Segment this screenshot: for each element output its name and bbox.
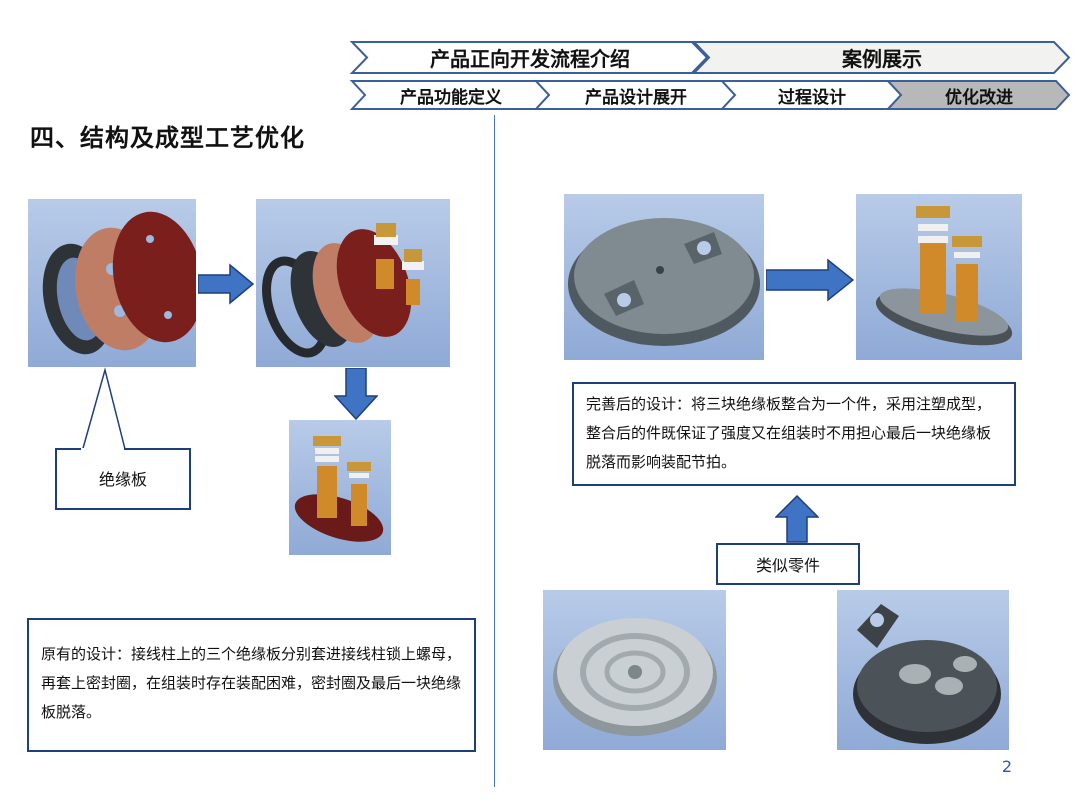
arrow-right-icon (765, 258, 855, 306)
similar-parts-label: 类似零件 (716, 543, 860, 585)
page-title: 四、结构及成型工艺优化 (30, 124, 305, 152)
nav-step-label: 产品设计展开 (585, 87, 687, 108)
nav-step-function-def[interactable]: 产品功能定义 (349, 80, 551, 110)
photo-similar-part-lug (837, 590, 1009, 750)
photo-integrated-terminal (856, 194, 1022, 360)
arrow-down-icon (333, 367, 379, 424)
nav-top-label: 案例展示 (842, 47, 922, 71)
nav-step-label: 优化改进 (945, 87, 1013, 108)
improved-design-description: 完善后的设计：将三块绝缘板整合为一个件，采用注塑成型，整合后的件既保证了强度又在… (572, 382, 1016, 486)
arrow-up-icon (774, 494, 820, 547)
arrow-right-icon (197, 263, 255, 309)
chevron-shape (691, 41, 1071, 74)
photo-similar-part-round (543, 590, 726, 750)
nav-step-label: 产品功能定义 (400, 87, 502, 108)
photo-integrated-plate (564, 194, 764, 360)
photo-insulation-plates (28, 199, 196, 367)
nav-step-process-design[interactable]: 过程设计 (719, 80, 903, 110)
callout-insulation-label: 绝缘板 (55, 448, 191, 510)
nav-top-label: 产品正向开发流程介绍 (430, 47, 630, 71)
original-design-description: 原有的设计：接线柱上的三个绝缘板分别套进接线柱锁上螺母，再套上密封圈，在组装时存… (27, 618, 476, 752)
page-number: 2 (1001, 757, 1012, 776)
nav-top-case-show[interactable]: 案例展示 (691, 41, 1071, 74)
photo-exploded-assembly (256, 199, 450, 367)
callout-top-edge-right (124, 448, 191, 450)
chevron-shape (885, 80, 1071, 110)
nav-top-product-dev[interactable]: 产品正向开发流程介绍 (349, 41, 709, 74)
nav-step-label: 过程设计 (778, 87, 846, 108)
chevron-shape (349, 41, 709, 74)
nav-step-design-expand[interactable]: 产品设计展开 (533, 80, 737, 110)
photo-assembled-terminal (289, 420, 391, 555)
callout-top-edge-left (55, 448, 81, 450)
callout-pointer (79, 367, 126, 460)
nav-step-optimize[interactable]: 优化改进 (885, 80, 1071, 110)
column-divider (494, 115, 495, 787)
